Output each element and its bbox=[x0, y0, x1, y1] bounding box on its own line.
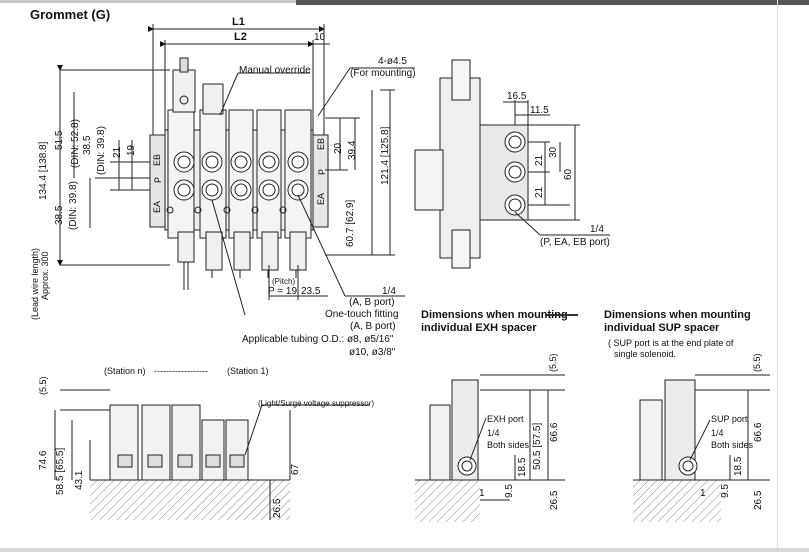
front-dim-58-5: 58.5 [65.5] bbox=[55, 447, 66, 495]
dim-38-5-top: 38.5 bbox=[82, 135, 93, 155]
sup-title-2: individual SUP spacer bbox=[604, 322, 720, 334]
side-view bbox=[414, 59, 610, 269]
port-label-EA: EA bbox=[152, 200, 162, 213]
ab-port-size: 1/4 bbox=[382, 286, 396, 297]
top-rule-dark bbox=[296, 0, 809, 5]
exh-title-1: Dimensions when mounting bbox=[421, 309, 568, 321]
right-rule bbox=[777, 0, 778, 548]
pitch-value: P = 19 bbox=[268, 286, 298, 297]
dim-10: 10 bbox=[314, 32, 326, 43]
sup-title-1: Dimensions when mounting bbox=[604, 309, 751, 321]
station-1-label: (Station 1) bbox=[227, 366, 269, 376]
dim-21-left: 21 bbox=[112, 146, 123, 158]
dim-11-5: 11.5 bbox=[530, 105, 549, 116]
dim-121-4: 121.4 [125.8] bbox=[380, 126, 391, 185]
suppressor-label: (Light/Surge voltage suppressor) bbox=[258, 399, 375, 408]
mount-holes-label: 4-ø4.5 bbox=[378, 56, 407, 67]
pitch-label: (Pitch) bbox=[272, 277, 296, 286]
dim-din-52-8: (DIN: 52.8) bbox=[70, 119, 81, 168]
dim-21-side-a: 21 bbox=[534, 154, 545, 166]
dim-39-4: 39.4 bbox=[347, 140, 358, 160]
exh-dim-18-5: 18.5 bbox=[517, 457, 528, 477]
exh-dim-26-5: 26.5 bbox=[549, 490, 560, 510]
front-dim-74-6: 74.6 bbox=[38, 450, 49, 470]
exh-port-size: 1/4 bbox=[487, 428, 500, 438]
sup-dim-26-5: 26.5 bbox=[753, 490, 764, 510]
exh-title-2: individual EXH spacer bbox=[421, 322, 537, 334]
dim-L2: L2 bbox=[234, 31, 247, 43]
port-label-P-right: P bbox=[317, 168, 327, 175]
dim-din-39-8-bottom: (DIN: 39.8) bbox=[68, 181, 79, 230]
station-dashes: ------------------ bbox=[154, 366, 208, 376]
dim-134-4: 134.4 [138.8] bbox=[38, 141, 49, 200]
sup-dim-9-5: 9.5 bbox=[720, 484, 731, 498]
dim-60-7: 60.7 [62.9] bbox=[345, 199, 356, 247]
sup-dim-1: 1 bbox=[700, 488, 706, 499]
side-ports-label: (P, EA, EB port) bbox=[540, 237, 610, 248]
approx-300-label: Approx. 300 bbox=[40, 251, 50, 300]
sup-dim-18-5: 18.5 bbox=[733, 456, 744, 476]
front-dim-43-1: 43.1 bbox=[74, 470, 85, 490]
station-n-label: (Station n) bbox=[104, 366, 146, 376]
bottom-rule bbox=[0, 548, 809, 552]
side-port-size: 1/4 bbox=[590, 224, 604, 235]
lead-wire-label: (Lead wire length) bbox=[30, 247, 40, 320]
sup-note-2: single solenoid. bbox=[614, 349, 677, 359]
dim-23-5: 23.5 bbox=[301, 286, 321, 297]
tubing-label: Applicable tubing O.D.: ø8, ø5/16" bbox=[242, 334, 394, 345]
dim-L1: L1 bbox=[232, 16, 245, 28]
tubing-label-2: ø10, ø3/8" bbox=[349, 347, 396, 358]
top-view-manifold bbox=[57, 24, 415, 316]
sup-port-label: SUP port bbox=[711, 414, 748, 424]
ab-port-label: (A, B port) bbox=[349, 297, 395, 308]
page-title: Grommet (G) bbox=[30, 7, 111, 22]
port-label-EB: EB bbox=[152, 153, 162, 166]
exh-dim-66-6: 66.6 bbox=[549, 422, 560, 442]
exh-dim-1: 1 bbox=[479, 488, 485, 499]
dim-16-5: 16.5 bbox=[507, 91, 527, 102]
one-touch-ports: (A, B port) bbox=[350, 321, 396, 332]
sup-port-size: 1/4 bbox=[711, 428, 724, 438]
top-rule-light bbox=[0, 0, 296, 3]
port-label-EB-right: EB bbox=[316, 137, 326, 150]
dim-21-side-b: 21 bbox=[534, 186, 545, 198]
front-view bbox=[54, 389, 370, 520]
manual-override-label: Manual override bbox=[239, 65, 311, 76]
exh-dim-5-5: (5.5) bbox=[548, 353, 558, 372]
exh-view bbox=[415, 374, 565, 522]
dim-60-side: 60 bbox=[563, 168, 574, 180]
sup-dim-5-5: (5.5) bbox=[752, 353, 762, 372]
dim-51-5: 51.5 bbox=[54, 130, 65, 150]
dim-30-side: 30 bbox=[548, 146, 559, 158]
dim-19-left: 19 bbox=[126, 144, 137, 156]
exh-port-label: EXH port bbox=[487, 414, 524, 424]
exh-title-rule bbox=[545, 314, 578, 316]
exh-dim-50-5: 50.5 [57.5] bbox=[532, 422, 543, 470]
one-touch-label: One-touch fitting bbox=[325, 309, 399, 320]
front-dim-5-5: (5.5) bbox=[38, 376, 48, 395]
dim-38-5-bottom: 38.5 bbox=[54, 205, 65, 225]
port-label-EA-right: EA bbox=[316, 192, 326, 205]
sup-both-sides: Both sides bbox=[711, 440, 754, 450]
sup-dim-66-6: 66.6 bbox=[753, 422, 764, 442]
sup-view bbox=[633, 374, 770, 522]
sup-note-1: ( SUP port is at the end plate of bbox=[608, 338, 734, 348]
port-label-P: P bbox=[153, 176, 163, 183]
exh-dim-9-5: 9.5 bbox=[504, 484, 515, 498]
dim-din-39-8-top: (DIN: 39.8) bbox=[96, 126, 107, 175]
exh-both-sides: Both sides bbox=[487, 440, 530, 450]
front-dim-26-5: 26.5 bbox=[272, 498, 283, 518]
mount-note-label: (For mounting) bbox=[350, 68, 416, 79]
dim-20-right: 20 bbox=[333, 142, 344, 154]
front-dim-67: 67 bbox=[290, 463, 301, 475]
